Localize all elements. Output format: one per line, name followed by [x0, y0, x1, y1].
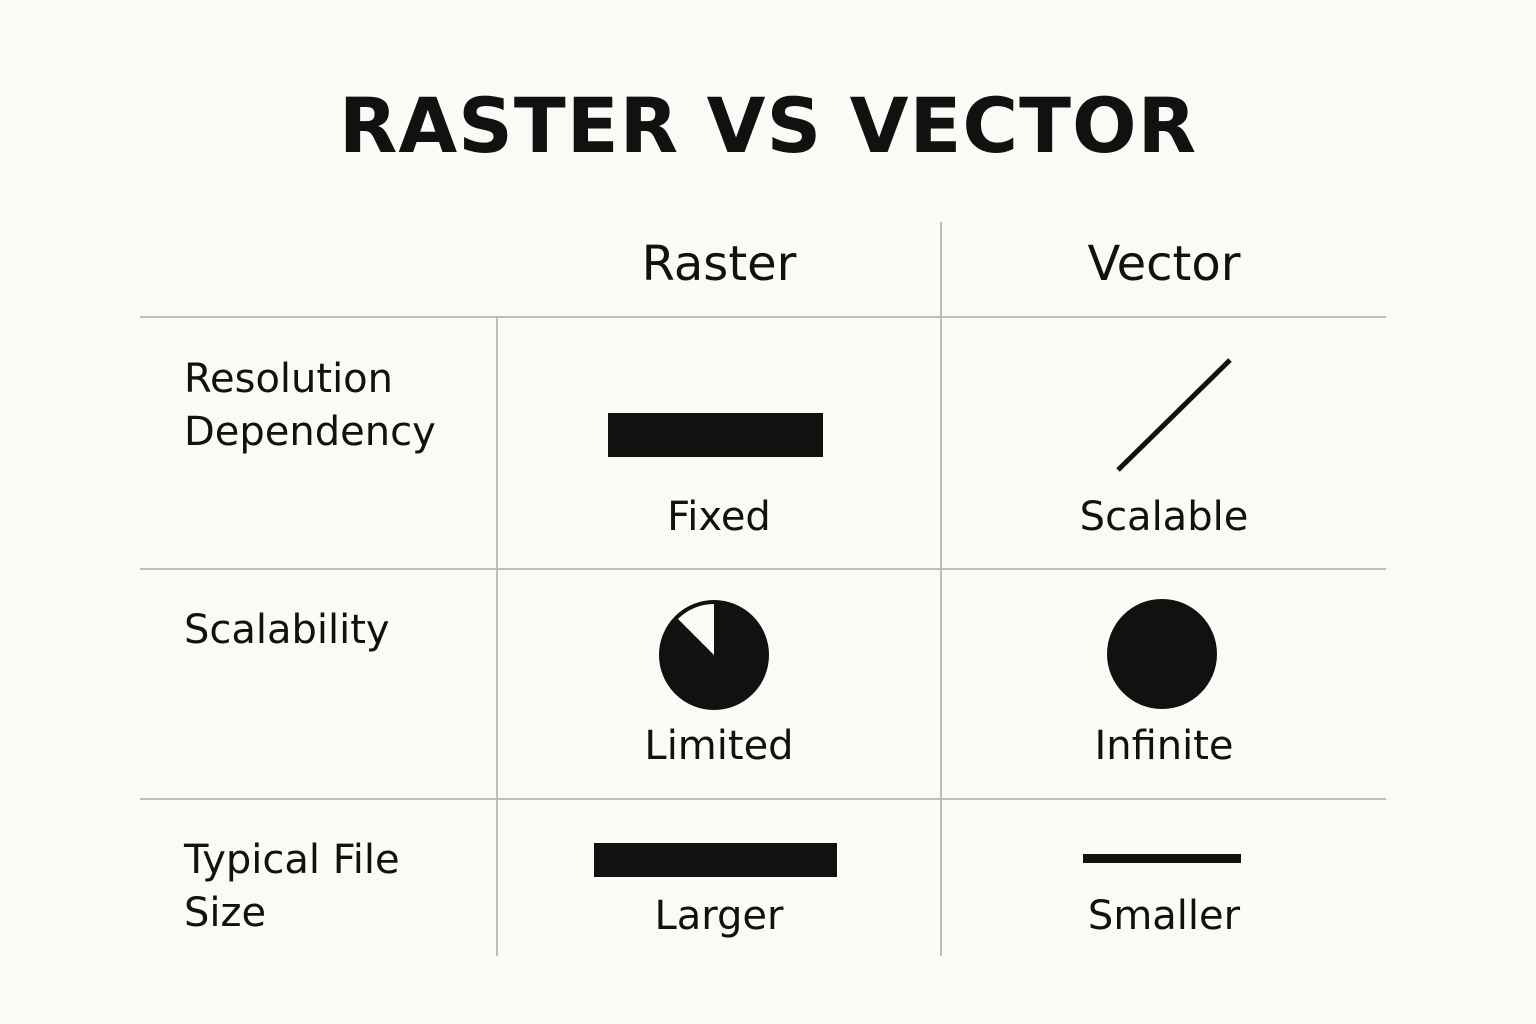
full-circle-icon: [1107, 599, 1217, 709]
row-label-resolution-dependency: Resolution Dependency: [184, 356, 436, 455]
row-label-typical-file-size: Typical File Size: [184, 837, 400, 936]
raster-scalability-caption: Limited: [644, 723, 794, 769]
column-header-vector: Vector: [1087, 236, 1241, 292]
divider-row-2: [140, 798, 1386, 800]
vector-file-size-caption: Smaller: [1087, 893, 1241, 939]
diagonal-line-icon: [1116, 358, 1232, 472]
divider-header: [140, 316, 1386, 318]
thick-bar-icon: [608, 413, 823, 457]
divider-vertical-middle: [940, 222, 942, 956]
divider-row-1: [140, 568, 1386, 570]
vector-scalability-caption: Infinite: [1094, 723, 1234, 769]
column-header-raster: Raster: [641, 236, 797, 292]
thin-line-icon: [1083, 854, 1241, 863]
raster-resolution-caption: Fixed: [667, 494, 771, 540]
partial-circle-icon: [659, 600, 769, 710]
raster-file-size-caption: Larger: [654, 893, 784, 939]
wide-bar-icon: [594, 843, 837, 877]
divider-vertical-left: [496, 317, 498, 956]
vector-resolution-caption: Scalable: [1079, 494, 1249, 540]
page-title: RASTER VS VECTOR: [338, 81, 1198, 170]
row-label-scalability: Scalability: [184, 607, 390, 653]
